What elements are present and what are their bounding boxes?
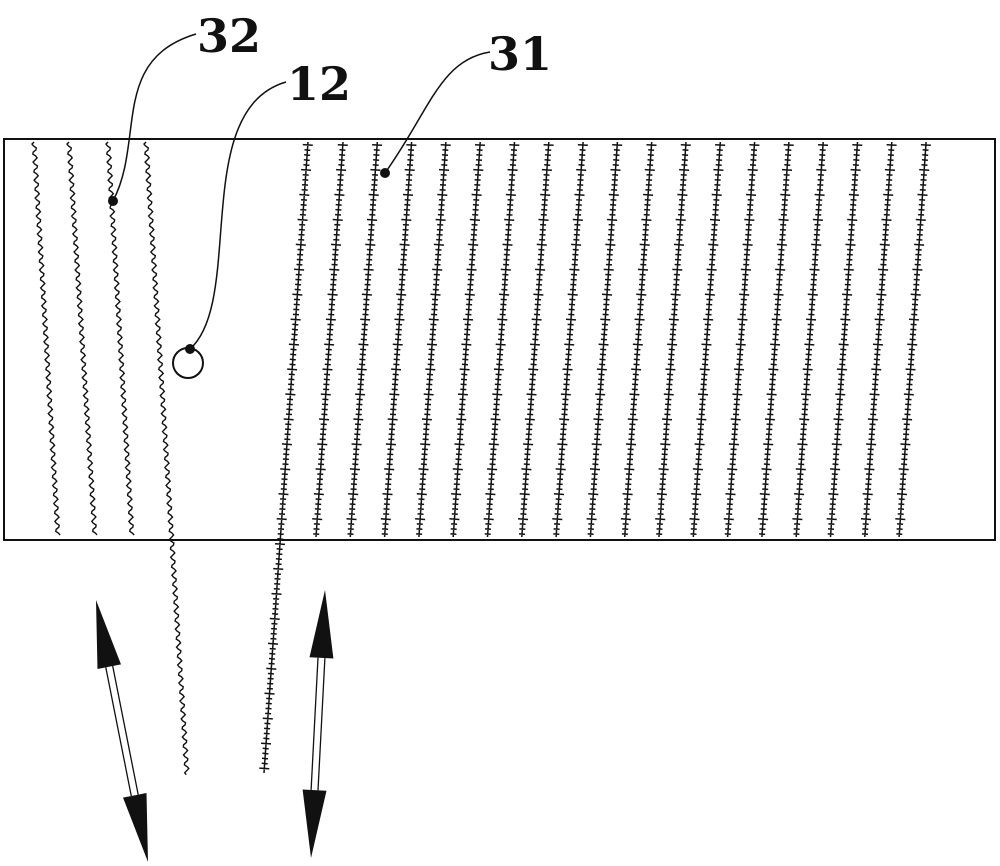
marker-dot-32 bbox=[108, 196, 118, 206]
marker-dot-31 bbox=[380, 168, 390, 178]
label-32: 32 bbox=[197, 9, 261, 63]
label-12: 12 bbox=[287, 57, 351, 111]
label-31: 31 bbox=[488, 27, 552, 81]
marker-dot-12 bbox=[185, 344, 195, 354]
